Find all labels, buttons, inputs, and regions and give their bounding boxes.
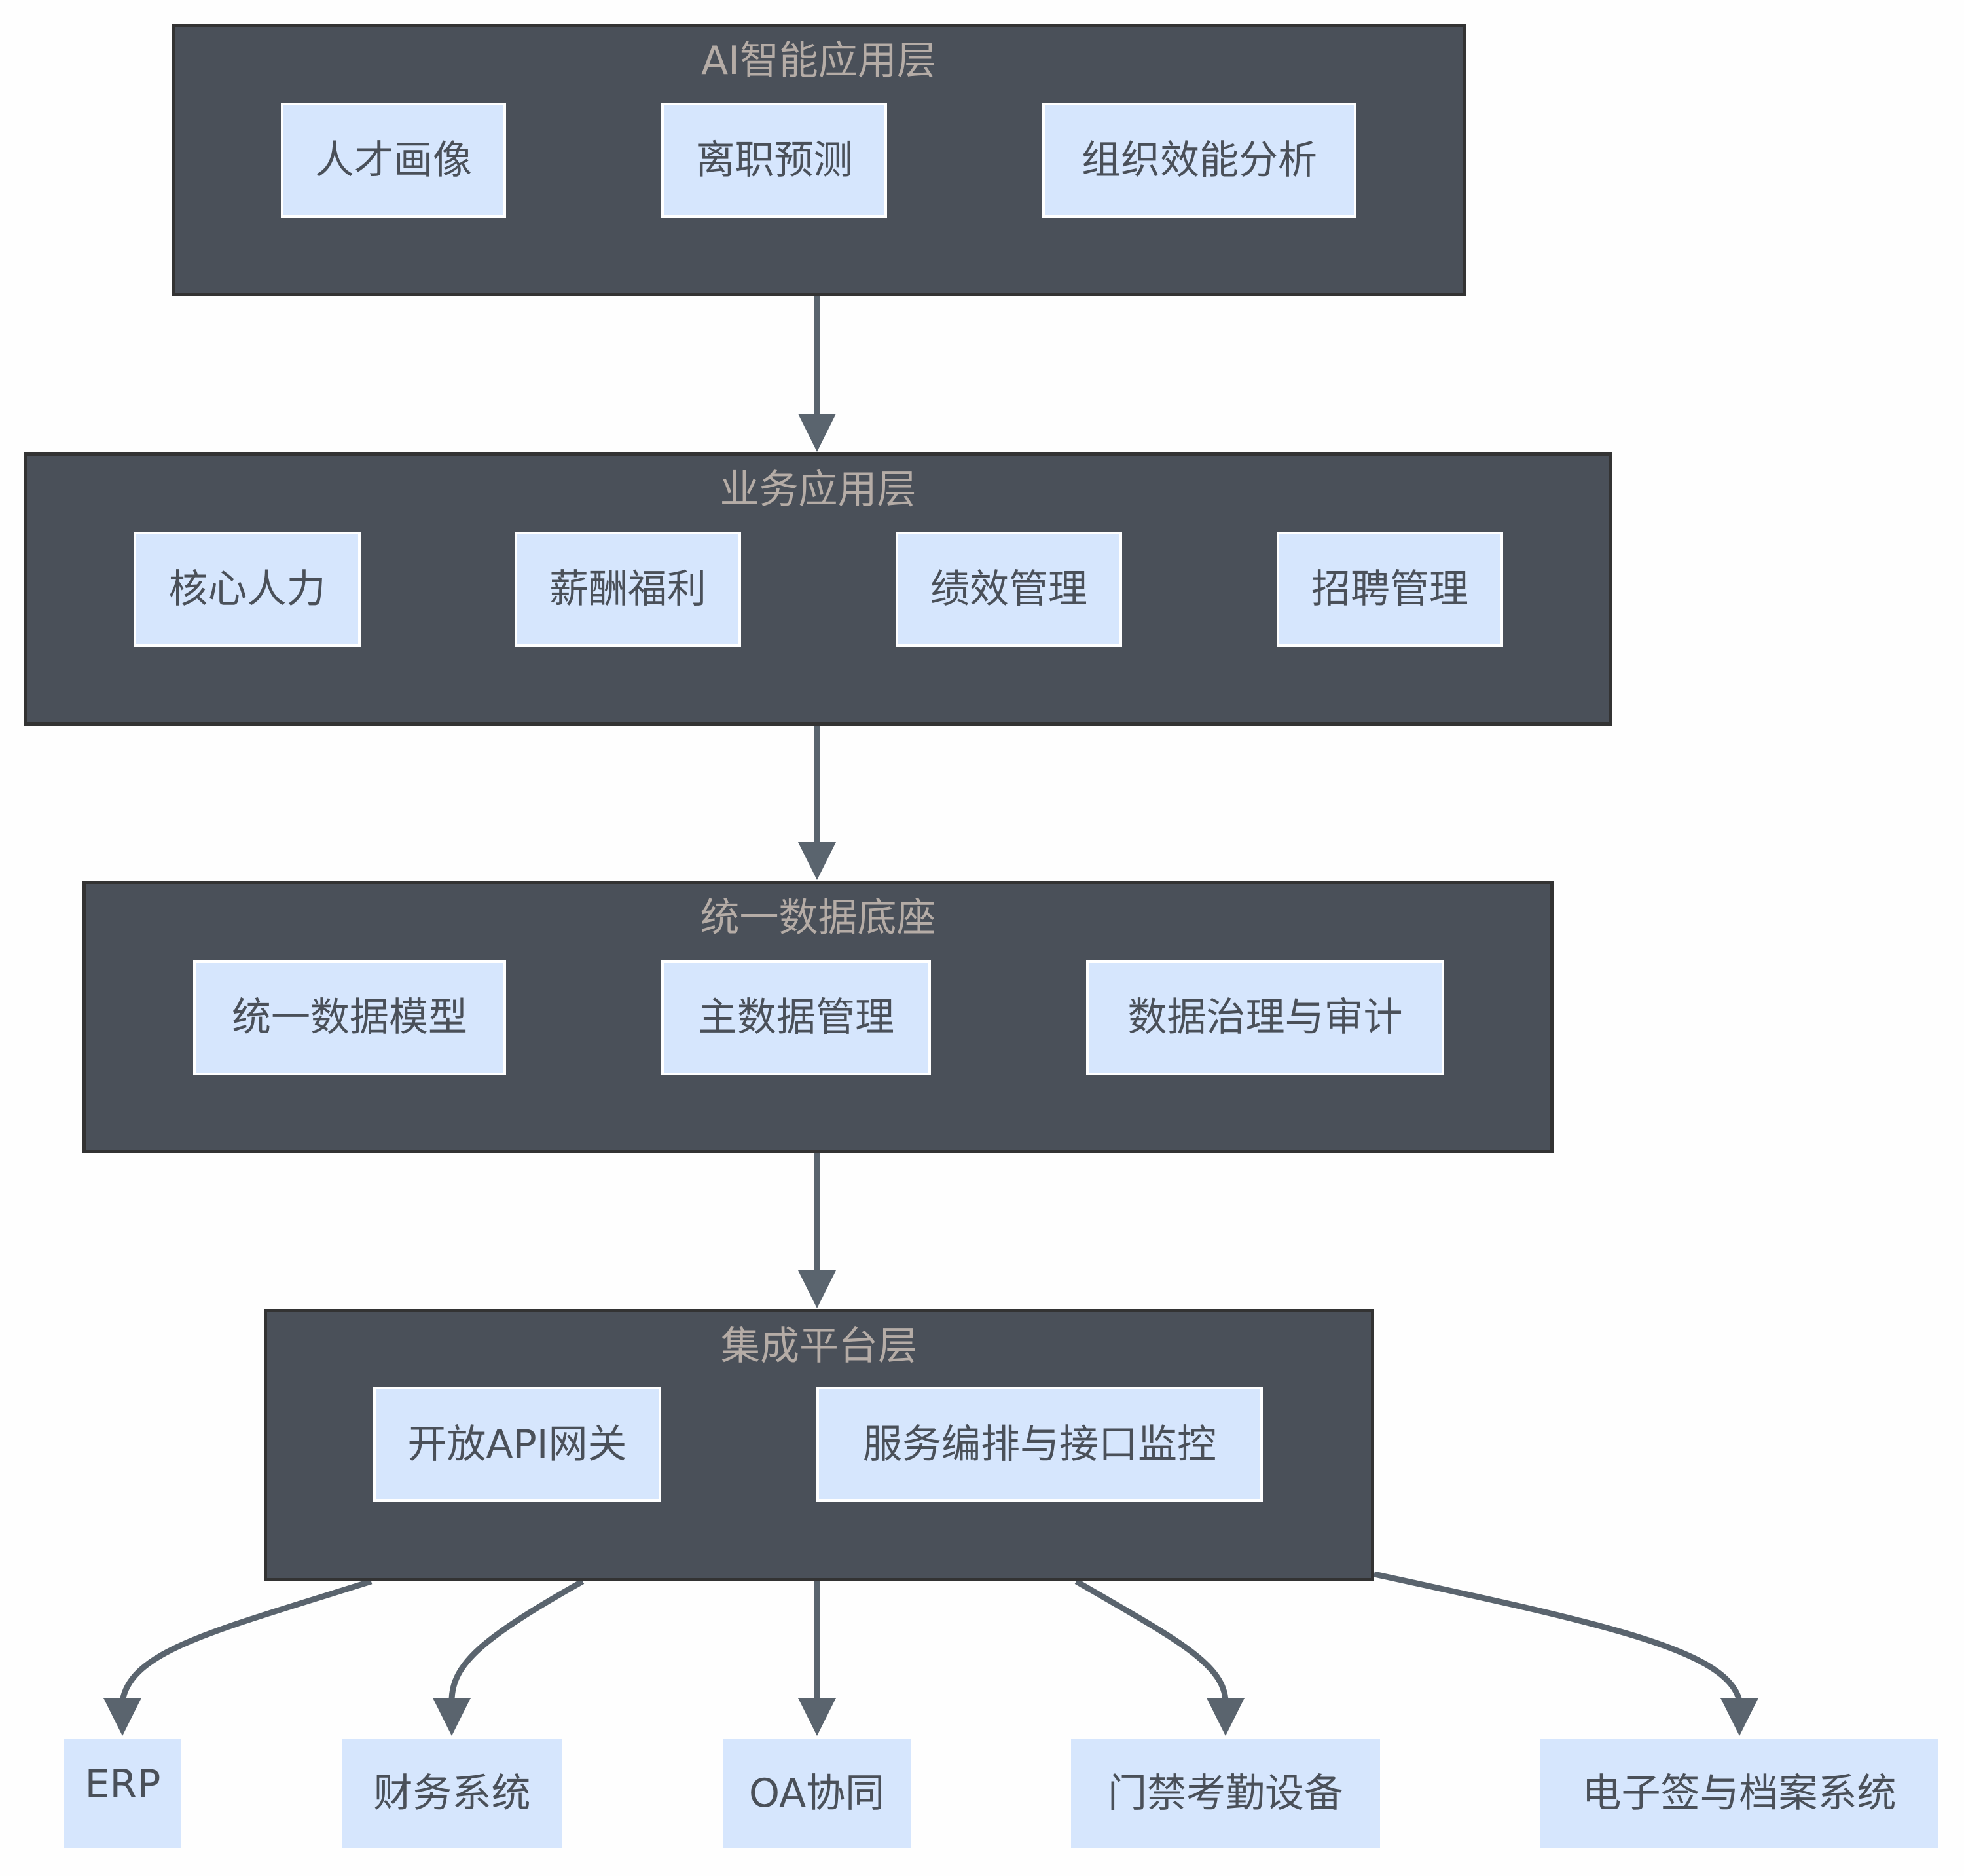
edge-integration-to-finance [448,1579,585,1702]
arrowhead-icon [1720,1698,1758,1736]
node-talent-profile[interactable]: 人才画像 [281,103,506,218]
arrowhead-icon [798,842,836,880]
layer-title: 业务应用层 [719,467,917,513]
node-compensation[interactable]: 薪酬福利 [515,532,741,647]
external-finance-system[interactable]: 财务系统 [342,1739,562,1848]
node-master-data[interactable]: 主数据管理 [661,960,931,1075]
edge-integration-to-access [1074,1579,1229,1702]
external-oa-collaboration[interactable]: OA协同 [723,1739,911,1848]
node-unified-data-model[interactable]: 统一数据模型 [193,960,506,1075]
external-access-attendance[interactable]: 门禁考勤设备 [1071,1739,1380,1848]
node-performance[interactable]: 绩效管理 [896,532,1122,647]
node-api-gateway[interactable]: 开放API网关 [373,1387,661,1502]
external-erp[interactable]: ERP [64,1739,181,1848]
node-recruitment[interactable]: 招聘管理 [1277,532,1503,647]
arrowhead-icon [798,414,836,452]
arrowhead-icon [433,1698,471,1736]
node-org-efficiency[interactable]: 组织效能分析 [1042,103,1356,218]
arrowhead-icon [798,1698,836,1736]
node-core-hr[interactable]: 核心人力 [134,532,361,647]
node-attrition-prediction[interactable]: 离职预测 [661,103,887,218]
layer-title: AI智能应用层 [701,38,936,84]
layer-title: 统一数据底座 [700,895,936,941]
layer-title: 集成平台层 [721,1323,917,1369]
arrowhead-icon [798,1270,836,1308]
edge-integration-to-erp [119,1578,373,1702]
node-data-governance[interactable]: 数据治理与审计 [1086,960,1444,1075]
arrowhead-icon [1207,1698,1245,1736]
edge-integration-to-esign [1373,1571,1743,1702]
node-service-orchestration[interactable]: 服务编排与接口监控 [816,1387,1263,1502]
external-esign-archive[interactable]: 电子签与档案系统 [1540,1739,1938,1848]
arrowhead-icon [103,1698,141,1736]
